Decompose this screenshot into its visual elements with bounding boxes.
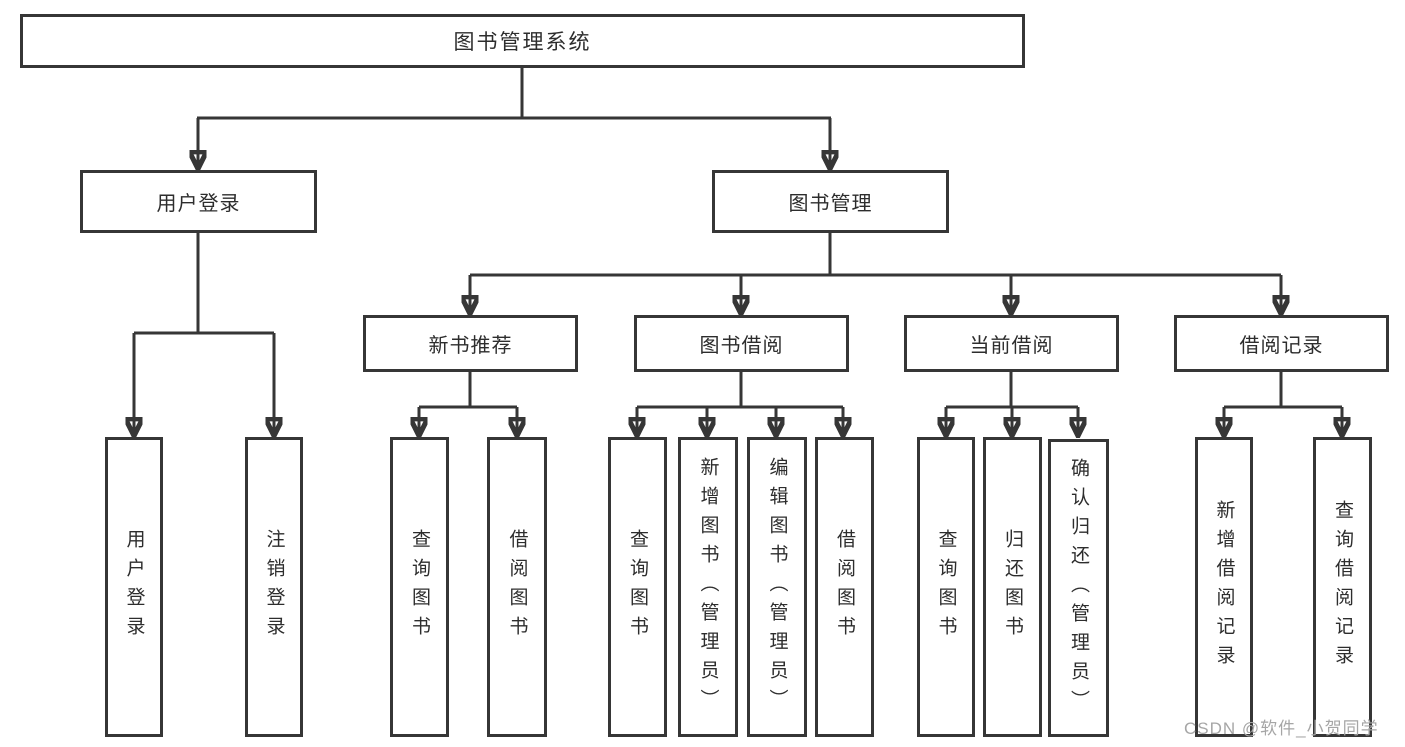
leaf-borrow-query-books: 查询图书 [608, 437, 667, 737]
node-current-borrow: 当前借阅 [904, 315, 1119, 372]
leaf-newbooks-query-books-label: 查询图书 [409, 529, 430, 645]
leaf-logout-label: 注销登录 [263, 529, 285, 645]
node-user-login-branch-label: 用户登录 [156, 193, 241, 215]
leaf-newbooks-query-books: 查询图书 [390, 437, 449, 737]
leaf-borrow-borrow-books-label: 借阅图书 [834, 529, 855, 645]
leaf-borrow-edit-books-admin: 编辑图书（管理员） [747, 437, 807, 737]
node-book-mgmt-branch: 图书管理 [712, 170, 949, 233]
node-root-label: 图书管理系统 [453, 31, 592, 54]
leaf-records-query-record-label: 查询借阅记录 [1332, 500, 1353, 674]
node-borrow-records: 借阅记录 [1174, 315, 1389, 372]
leaf-current-confirm-return-admin-label: 确认归还（管理员） [1068, 457, 1089, 719]
leaf-current-return-books-label: 归还图书 [1002, 529, 1023, 645]
csdn-watermark: CSDN @软件_小贺同学 [1184, 719, 1379, 738]
leaf-borrow-add-books-admin: 新增图书（管理员） [678, 437, 738, 737]
leaf-records-add-record-label: 新增借阅记录 [1213, 500, 1235, 674]
node-book-mgmt-branch-label: 图书管理 [788, 193, 873, 215]
leaf-borrow-edit-books-admin-label: 编辑图书（管理员） [766, 456, 788, 718]
leaf-records-query-record: 查询借阅记录 [1313, 437, 1372, 737]
leaf-current-confirm-return-admin: 确认归还（管理员） [1048, 439, 1109, 737]
node-new-books-label: 新书推荐 [428, 335, 513, 357]
node-new-books: 新书推荐 [363, 315, 578, 372]
leaf-current-query-books: 查询图书 [917, 437, 975, 737]
leaf-newbooks-borrow-books-label: 借阅图书 [506, 529, 528, 645]
node-book-borrow-label: 图书借阅 [699, 335, 784, 357]
leaf-borrow-add-books-admin-label: 新增图书（管理员） [697, 456, 719, 718]
node-current-borrow-label: 当前借阅 [969, 335, 1054, 357]
leaf-logout: 注销登录 [245, 437, 303, 737]
leaf-records-add-record: 新增借阅记录 [1195, 437, 1253, 737]
node-borrow-records-label: 借阅记录 [1239, 335, 1324, 357]
node-root-system: 图书管理系统 [20, 14, 1025, 68]
leaf-newbooks-borrow-books: 借阅图书 [487, 437, 547, 737]
leaf-current-query-books-label: 查询图书 [935, 529, 957, 645]
leaf-current-return-books: 归还图书 [983, 437, 1042, 737]
leaf-user-login-label: 用户登录 [123, 529, 145, 645]
leaf-user-login: 用户登录 [105, 437, 163, 737]
node-book-borrow: 图书借阅 [634, 315, 849, 372]
leaf-borrow-borrow-books: 借阅图书 [815, 437, 874, 737]
leaf-borrow-query-books-label: 查询图书 [627, 529, 648, 645]
node-user-login-branch: 用户登录 [80, 170, 317, 233]
